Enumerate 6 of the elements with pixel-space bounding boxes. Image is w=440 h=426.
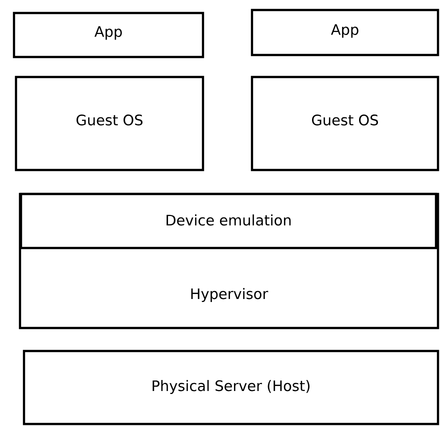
guest-os-box: Guest OS — [250, 76, 440, 172]
app-box: App — [250, 8, 440, 56]
app-box: App — [12, 12, 204, 58]
physical-server-box: Physical Server (Host) — [22, 350, 440, 426]
device-emulation-box: Device emulation — [20, 192, 438, 250]
guest-os-box: Guest OS — [14, 76, 204, 172]
